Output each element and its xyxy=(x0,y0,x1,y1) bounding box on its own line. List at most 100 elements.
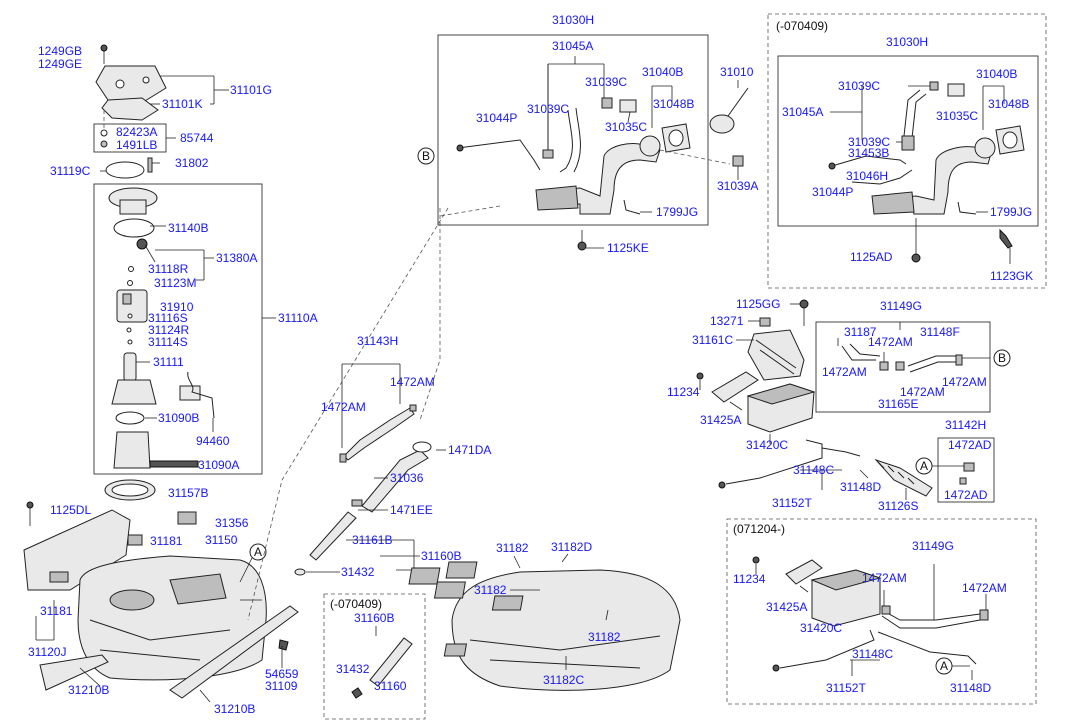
label-r31039Cb: 31039C xyxy=(848,135,890,149)
label-1472ADb: 1472AD xyxy=(944,488,988,502)
label-r31030H: 31030H xyxy=(886,35,928,49)
filler-hose-group xyxy=(247,207,449,621)
label-box-070409: (-070409) xyxy=(330,597,382,611)
label-31181b: 31181 xyxy=(40,604,73,618)
label-31039A: 31039A xyxy=(717,179,758,193)
bolt-icon xyxy=(100,44,108,52)
label-31118R: 31118R xyxy=(148,262,189,276)
label-31160B: 31160B xyxy=(421,549,461,563)
label-r1123GK: 1123GK xyxy=(990,269,1033,283)
marker-b: B xyxy=(422,149,430,163)
label-31160: 31160 xyxy=(374,679,407,693)
label-31182b: 31182 xyxy=(474,583,507,597)
label-31044P: 31044P xyxy=(476,111,517,125)
label-q11234: 11234 xyxy=(733,572,766,586)
label-31150: 31150 xyxy=(205,533,238,547)
label-82423A: 82423A xyxy=(116,125,157,139)
label-31802: 31802 xyxy=(175,156,209,170)
label-31356: 31356 xyxy=(215,516,249,530)
label-31187: 31187 xyxy=(844,325,877,339)
label-1472AMc: 1472AM xyxy=(868,335,913,349)
label-q1472AMb: 1472AM xyxy=(962,581,1007,595)
label-1125DL: 1125DL xyxy=(50,503,91,517)
label-31182c: 31182 xyxy=(588,630,621,644)
gasket xyxy=(101,97,159,121)
label-r31039C: 31039C xyxy=(838,79,880,93)
label-31910: 31910 xyxy=(160,300,194,314)
label-r31045A: 31045A xyxy=(782,105,823,119)
label-31111: 31111 xyxy=(153,355,184,369)
label-31114S: 31114S xyxy=(148,335,188,349)
label-31101G: 31101G xyxy=(230,83,272,97)
label-box-070409r: (-070409) xyxy=(776,19,828,33)
reservoir xyxy=(113,431,151,469)
bracket-31161C xyxy=(747,329,805,381)
label-31148F: 31148F xyxy=(920,325,960,339)
label-r31048B: 31048B xyxy=(988,97,1029,111)
marker-a3: A xyxy=(940,659,948,673)
strap xyxy=(169,605,299,699)
label-31110A: 31110A xyxy=(278,311,318,325)
label-13271: 13271 xyxy=(710,314,744,328)
label-q31148D: 31148D xyxy=(950,681,991,695)
label-31126S: 31126S xyxy=(878,499,918,513)
label-31036: 31036 xyxy=(390,471,424,485)
label-31116S: 31116S xyxy=(148,311,188,325)
box-070409-filler xyxy=(323,593,426,720)
label-31432-box: 31432 xyxy=(336,662,370,676)
marker-a: A xyxy=(254,545,262,559)
box-070409-neck xyxy=(767,13,1047,289)
label-1472AMb: 1472AM xyxy=(321,400,366,414)
label-31090B: 31090B xyxy=(158,411,199,425)
label-31123M: 31123M xyxy=(154,276,196,290)
label-31152T: 31152T xyxy=(772,496,812,510)
label-31040B: 31040B xyxy=(642,65,683,79)
label-r31040B: 31040B xyxy=(976,67,1017,81)
label-31165E: 31165E xyxy=(878,397,918,411)
label-1472AMe: 1472AM xyxy=(942,375,987,389)
fuel-pump xyxy=(123,352,137,382)
left-leaders xyxy=(100,75,276,465)
label-q31148C: 31148C xyxy=(852,647,893,661)
label-1471EE: 1471EE xyxy=(390,503,433,517)
label-31039Ca: 31039C xyxy=(585,75,627,89)
label-31161B: 31161B xyxy=(352,533,392,547)
heat-shield-left xyxy=(23,509,131,591)
label-1472AMd: 1472AM xyxy=(822,365,867,379)
label-31432: 31432 xyxy=(341,565,375,579)
label-31148C: 31148C xyxy=(793,463,834,477)
marker-b-circle xyxy=(417,147,435,165)
label-31161C: 31161C xyxy=(692,333,733,347)
label-31140B: 31140B xyxy=(168,221,208,235)
label-11234: 11234 xyxy=(667,385,700,399)
label-r1799JG: 1799JG xyxy=(990,205,1032,219)
box-071204 xyxy=(726,518,1037,705)
label-1491LB: 1491LB xyxy=(116,138,157,152)
label-31210Ba: 31210B xyxy=(68,683,109,697)
label-q31425A: 31425A xyxy=(766,600,807,614)
label-1125GG: 1125GG xyxy=(736,297,780,311)
label-31119C: 31119C xyxy=(50,164,91,178)
label-1249GB: 1249GB xyxy=(38,44,82,58)
marker-b2-circle xyxy=(993,349,1011,367)
label-q31420C: 31420C xyxy=(800,621,842,635)
label-31030H: 31030H xyxy=(552,13,594,27)
label-31157B: 31157B xyxy=(168,486,208,500)
label-31120J: 31120J xyxy=(28,645,66,659)
label-1472ADa: 1472AD xyxy=(948,438,992,452)
label-1125KE: 1125KE xyxy=(607,241,649,255)
label-31010: 31010 xyxy=(720,65,754,79)
label-box-071204: (071204-) xyxy=(733,522,785,536)
marker-a-circle xyxy=(249,543,267,561)
fuel-cap xyxy=(709,114,735,134)
label-31048B: 31048B xyxy=(653,97,694,111)
label-94460: 94460 xyxy=(196,434,230,448)
filler-neck-070409-parts xyxy=(828,81,1025,264)
marker-a2: A xyxy=(920,459,928,473)
canister-group xyxy=(696,299,991,500)
marker-a3-circle xyxy=(935,657,953,675)
label-31143H: 31143H xyxy=(357,334,398,348)
label-1472AMa: 1472AM xyxy=(390,375,435,389)
label-r1125AD: 1125AD xyxy=(850,250,893,264)
